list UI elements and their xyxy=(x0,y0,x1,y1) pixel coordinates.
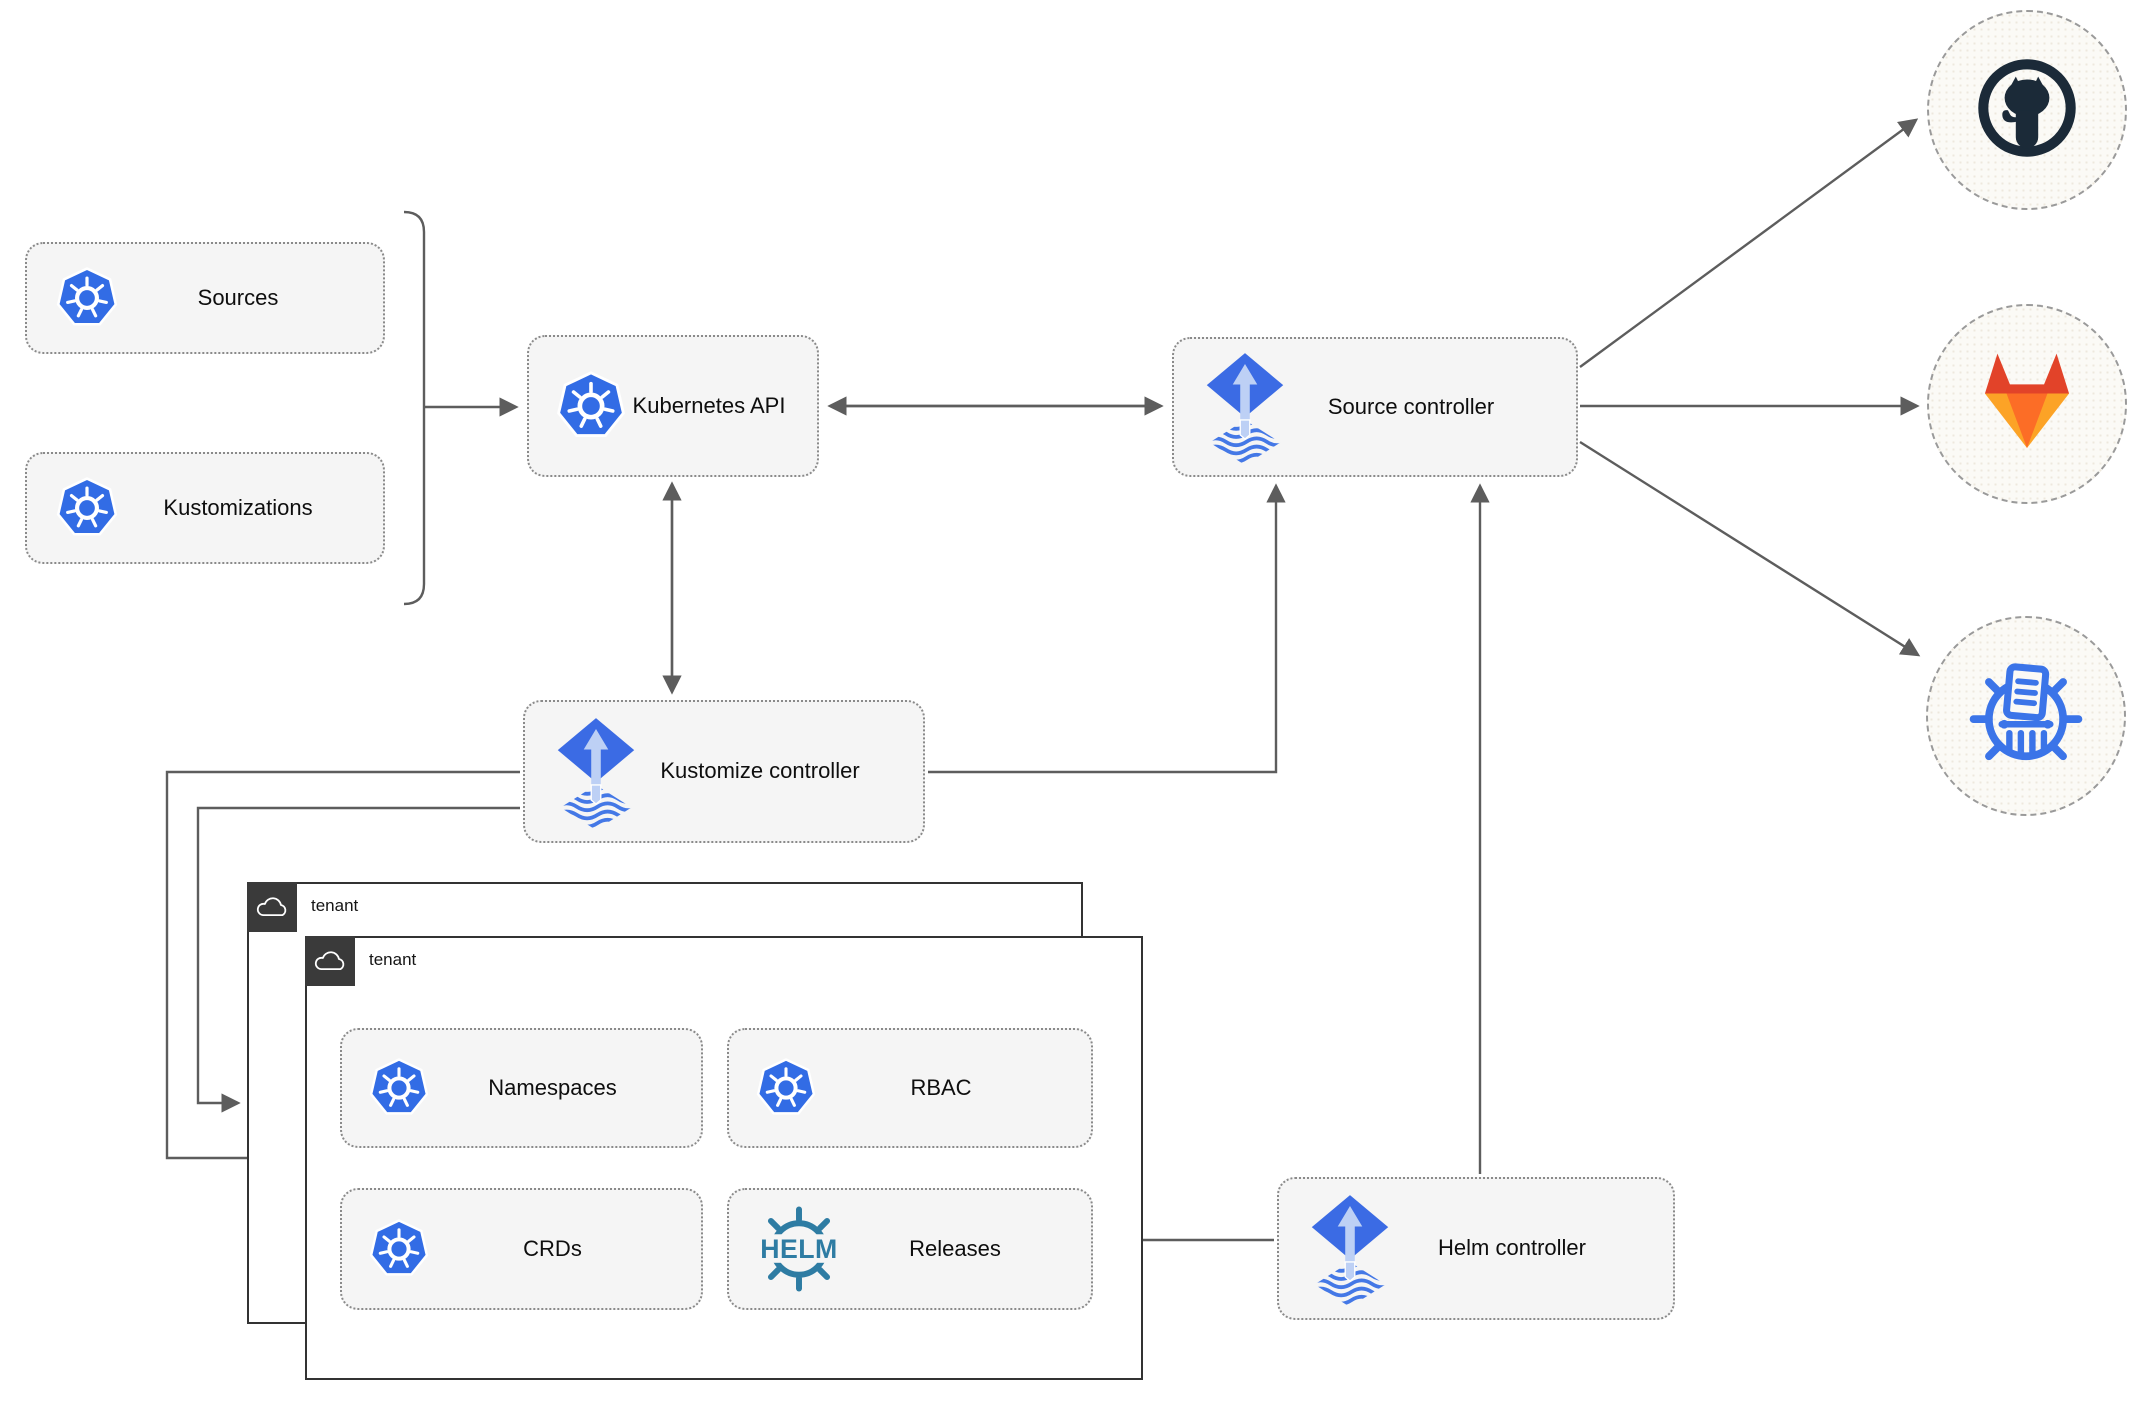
node-releases: HELM Releases xyxy=(727,1188,1093,1310)
helm-wordmark: HELM xyxy=(760,1234,837,1264)
node-crds-label: CRDs xyxy=(523,1235,582,1261)
chartmuseum-icon xyxy=(1962,650,2090,783)
github-icon xyxy=(1971,52,2083,169)
node-helm-controller: Helm controller xyxy=(1277,1177,1675,1320)
kubernetes-icon xyxy=(55,476,119,540)
node-helm-controller-label: Helm controller xyxy=(1438,1235,1586,1261)
chartmuseum-target-circle xyxy=(1926,616,2126,816)
cloud-icon xyxy=(247,882,297,932)
node-source-controller: Source controller xyxy=(1172,337,1578,477)
node-namespaces-label: Namespaces xyxy=(488,1074,617,1100)
flux-icon xyxy=(1204,349,1286,465)
node-sources-label: Sources xyxy=(197,284,279,310)
arrow-kustomize-to-source-controller xyxy=(928,483,1286,774)
node-kubernetes-api-label: Kubernetes API xyxy=(632,392,786,418)
cloud-icon xyxy=(305,936,355,986)
kubernetes-icon xyxy=(755,1057,817,1119)
node-kustomizations: Kustomizations xyxy=(25,452,385,564)
tenant-outer-label: tenant xyxy=(311,896,359,915)
node-releases-label: Releases xyxy=(909,1235,1001,1261)
tenant-outer-header: tenant xyxy=(247,882,358,932)
helm-logo-icon: HELM xyxy=(753,1203,845,1295)
flux-icon xyxy=(555,714,637,830)
kubernetes-icon xyxy=(368,1218,430,1280)
node-sources: Sources xyxy=(25,242,385,354)
arrow-source-to-github xyxy=(1579,118,1919,368)
node-kustomize-controller-label: Kustomize controller xyxy=(660,758,860,784)
node-kustomizations-label: Kustomizations xyxy=(163,494,313,520)
github-target-circle xyxy=(1927,10,2127,210)
kubernetes-icon xyxy=(55,266,119,330)
node-namespaces: Namespaces xyxy=(340,1028,703,1148)
kubernetes-icon xyxy=(555,370,627,442)
node-kustomize-controller: Kustomize controller xyxy=(523,700,925,843)
gitlab-target-circle xyxy=(1927,304,2127,504)
flux-icon xyxy=(1309,1191,1391,1307)
gitlab-icon xyxy=(1969,348,2085,461)
kubernetes-icon xyxy=(368,1057,430,1119)
tenant-inner-header: tenant xyxy=(305,936,416,986)
arrow-source-to-chartmuseum xyxy=(1579,440,1921,657)
node-rbac: RBAC xyxy=(727,1028,1093,1148)
node-crds: CRDs xyxy=(340,1188,703,1310)
node-kubernetes-api: Kubernetes API xyxy=(527,335,819,477)
tenant-inner-label: tenant xyxy=(369,950,417,969)
bracket-sources-group xyxy=(403,210,426,606)
tenant-box-inner: tenant xyxy=(305,936,1143,1380)
node-source-controller-label: Source controller xyxy=(1327,393,1495,419)
node-rbac-label: RBAC xyxy=(910,1074,972,1100)
